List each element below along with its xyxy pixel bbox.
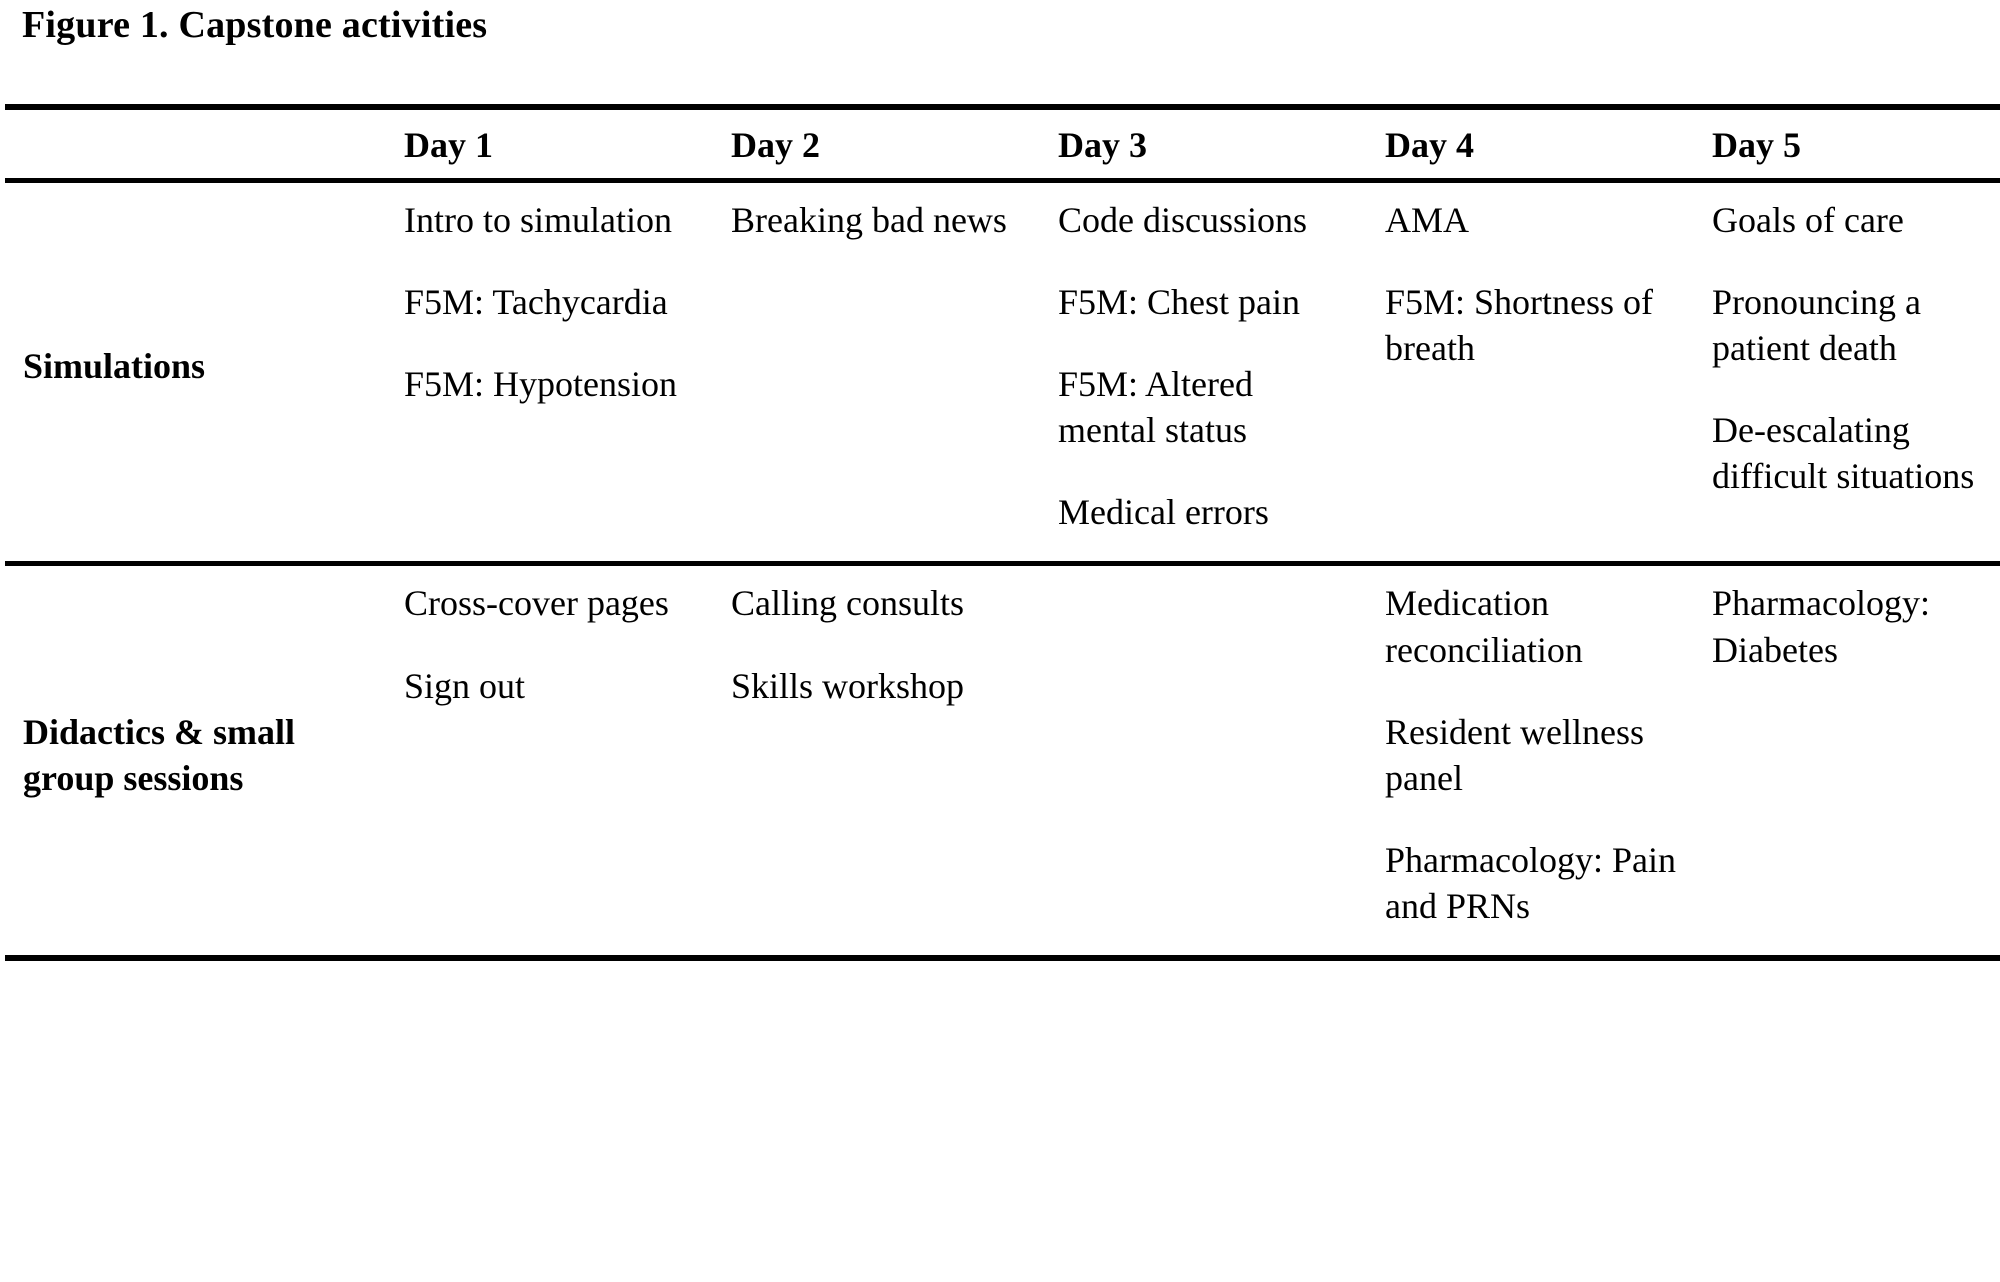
cell-simulations-day4: AMA F5M: Shortness of breath	[1373, 180, 1700, 567]
header-cell-corner	[5, 104, 392, 184]
header-cell-day1: Day 1	[392, 104, 719, 184]
cell-simulations-day2: Breaking bad news	[719, 180, 1046, 567]
row-label-simulations: Simulations	[5, 180, 392, 567]
cell-item: Intro to simulation	[404, 200, 672, 241]
capstone-activities-table: Day 1 Day 2 Day 3 Day 4 Day 5 Simulation…	[5, 104, 2000, 961]
cell-item: Medical errors	[1058, 492, 1269, 533]
cell-item-list: Breaking bad news	[731, 197, 1030, 243]
cell-item: Resident wellness panel	[1385, 711, 1644, 798]
cell-item: Pharmacology: Diabetes	[1712, 583, 1930, 670]
cell-item: Pronouncing a patient death	[1712, 282, 1921, 369]
cell-item: Medication reconciliation	[1385, 583, 1583, 670]
cell-didactics-day3	[1046, 563, 1373, 961]
header-cell-day5: Day 5	[1700, 104, 2000, 184]
cell-item: De-escalating difficult situations	[1712, 410, 1975, 497]
cell-item: Goals of care	[1712, 200, 1904, 241]
cell-item: Cross-cover pages	[404, 583, 669, 624]
header-cell-day3: Day 3	[1046, 104, 1373, 184]
cell-item: Pharmacology: Pain and PRNs	[1385, 839, 1676, 926]
cell-item: Breaking bad news	[731, 200, 1007, 241]
table-row-didactics: Didactics & small group sessions Cross-c…	[5, 563, 2000, 961]
cell-item: F5M: Tachycardia	[404, 282, 668, 323]
cell-item-list: AMA F5M: Shortness of breath	[1385, 197, 1684, 371]
cell-didactics-day5: Pharmacology: Diabetes	[1700, 563, 2000, 961]
cell-item: Calling consults	[731, 583, 964, 624]
header-cell-day2: Day 2	[719, 104, 1046, 184]
figure-caption: Figure 1. Capstone activities	[22, 4, 488, 46]
cell-item-list: Pharmacology: Diabetes	[1712, 580, 1998, 672]
row-label-didactics: Didactics & small group sessions	[5, 563, 392, 961]
cell-item: F5M: Chest pain	[1058, 282, 1301, 323]
cell-item: F5M: Shortness of breath	[1385, 282, 1654, 369]
cell-item: Skills workshop	[731, 665, 965, 706]
table-header-row: Day 1 Day 2 Day 3 Day 4 Day 5	[5, 104, 2000, 184]
cell-item: Code discussions	[1058, 200, 1308, 241]
header-cell-day4: Day 4	[1373, 104, 1700, 184]
cell-item: Sign out	[404, 665, 526, 706]
cell-item: F5M: Hypotension	[404, 364, 678, 405]
cell-item: AMA	[1385, 200, 1470, 241]
cell-item: F5M: Altered mental status	[1058, 364, 1253, 451]
